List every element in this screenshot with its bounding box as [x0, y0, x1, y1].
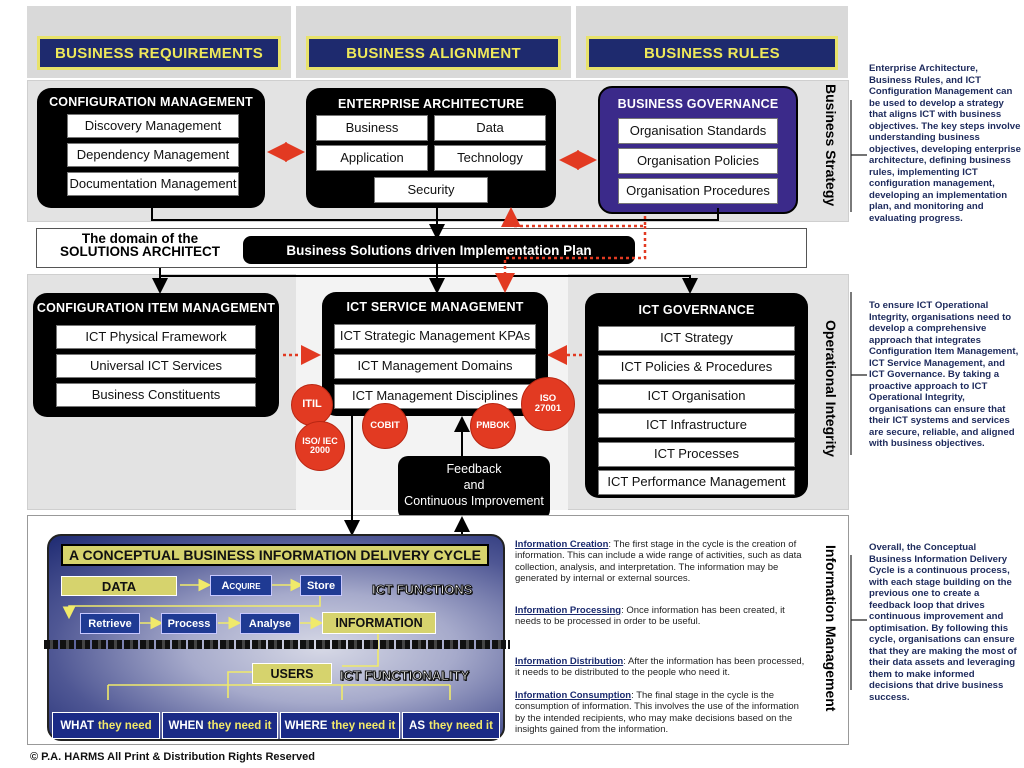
cobit-badge: COBIT: [362, 403, 408, 449]
torn-divider: [44, 640, 510, 649]
ea-technology: Technology: [434, 145, 546, 171]
ict-service-management-panel: ICT SERVICE MANAGEMENT ICT Strategic Man…: [322, 292, 548, 416]
side-text-strategy: Enterprise Architecture, Business Rules,…: [869, 63, 1021, 224]
ict-strategic-management-kpas: ICT Strategic Management KPAs: [334, 324, 536, 349]
process-box: Process: [161, 613, 217, 634]
ict-management-disciplines: ICT Management Disciplines: [334, 384, 536, 409]
need-as-word: AS: [409, 719, 426, 732]
enterprise-architecture-panel: ENTERPRISE ARCHITECTURE Business Data Ap…: [306, 88, 556, 208]
ict-policies-procedures: ICT Policies & Procedures: [598, 355, 795, 380]
documentation-management: Documentation Management: [67, 172, 239, 196]
ict-organisation: ICT Organisation: [598, 384, 795, 409]
info-consumption-heading: Information Consumption: [515, 690, 632, 701]
ict-functionality-label: ICT FUNCTIONALITY: [339, 668, 470, 684]
ea-data: Data: [434, 115, 546, 141]
ea-security: Security: [374, 177, 488, 203]
domain-line1: The domain of the: [81, 231, 199, 246]
delivery-cycle-panel: A CONCEPTUAL BUSINESS INFORMATION DELIVE…: [47, 534, 505, 741]
ict-governance-title: ICT GOVERNANCE: [638, 303, 755, 317]
info-distribution-text: : After the information has been process…: [515, 656, 805, 679]
label-business-strategy: Business Strategy: [823, 84, 839, 207]
implementation-plan: Business Solutions driven Implementation…: [243, 236, 635, 264]
pmbok-badge: PMBOK: [470, 403, 516, 449]
info-creation: Information Creation: The first stage in…: [515, 539, 810, 585]
need-as-rest: they need it: [429, 719, 493, 732]
copyright: © P.A. HARMS All Print & Distribution Ri…: [30, 751, 315, 763]
ict-governance-panel: ICT GOVERNANCE ICT Strategy ICT Policies…: [585, 293, 808, 498]
dependency-management: Dependency Management: [67, 143, 239, 167]
analyse-box: Analyse: [240, 613, 300, 634]
store-box: Store: [300, 575, 342, 596]
need-where-word: WHERE: [284, 719, 328, 732]
need-where-rest: they need it: [331, 719, 396, 732]
feedback-line1: Feedback: [446, 462, 502, 476]
universal-ict-services: Universal ICT Services: [56, 354, 256, 378]
feedback-panel: Feedback and Continuous Improvement: [398, 456, 550, 520]
business-governance-panel: BUSINESS GOVERNANCE Organisation Standar…: [598, 86, 798, 214]
info-processing: Information Processing: Once information…: [515, 605, 810, 628]
enterprise-architecture-title: ENTERPRISE ARCHITECTURE: [337, 97, 525, 111]
ea-application: Application: [316, 145, 428, 171]
configuration-management-title: CONFIGURATION MANAGEMENT: [49, 95, 253, 109]
info-processing-text: : Once information has been created, it …: [515, 605, 785, 628]
ict-management-domains: ICT Management Domains: [334, 354, 536, 379]
business-governance-title: BUSINESS GOVERNANCE: [617, 97, 779, 111]
feedback-line3: Continuous Improvement: [404, 494, 544, 508]
need-when-rest: they need it: [207, 719, 272, 732]
label-operational-integrity: Operational Integrity: [823, 320, 839, 457]
header-business-alignment: BUSINESS ALIGNMENT: [306, 36, 561, 70]
info-creation-text: : The first stage in the cycle is the cr…: [515, 539, 802, 585]
organisation-standards: Organisation Standards: [618, 118, 778, 144]
label-information-management: Information Management: [823, 545, 839, 712]
ict-functions-label: ICT FUNCTIONS: [371, 582, 473, 598]
ict-performance-management: ICT Performance Management: [598, 470, 795, 495]
organisation-policies: Organisation Policies: [618, 148, 778, 174]
configuration-management-panel: CONFIGURATION MANAGEMENT Discovery Manag…: [37, 88, 265, 208]
header-col-requirements: BUSINESS REQUIREMENTS: [27, 6, 291, 78]
info-consumption: Information Consumption: The final stage…: [515, 690, 810, 736]
iso-27001-badge: ISO 27001: [521, 377, 575, 431]
business-constituents: Business Constituents: [56, 383, 256, 407]
information-box: INFORMATION: [322, 612, 436, 634]
feedback-line2: and: [463, 478, 485, 492]
acquire-box: Acquire: [210, 575, 272, 596]
ict-strategy: ICT Strategy: [598, 326, 795, 351]
info-processing-heading: Information Processing: [515, 605, 622, 616]
need-when-word: WHEN: [168, 719, 204, 732]
header-col-alignment: BUSINESS ALIGNMENT: [296, 6, 571, 78]
ci-management-title: CONFIGURATION ITEM MANAGEMENT: [36, 301, 276, 315]
ict-infrastructure: ICT Infrastructure: [598, 413, 795, 438]
ea-business: Business: [316, 115, 428, 141]
header-col-rules: BUSINESS RULES: [576, 6, 848, 78]
need-what-rest: they need: [97, 719, 152, 732]
info-distribution: Information Distribution: After the info…: [515, 656, 810, 679]
info-consumption-text: : The final stage in the cycle is the co…: [515, 690, 799, 736]
side-text-information: Overall, the Conceptual Business Informa…: [869, 542, 1017, 703]
header-business-requirements: BUSINESS REQUIREMENTS: [37, 36, 281, 70]
ict-physical-framework: ICT Physical Framework: [56, 325, 256, 349]
configuration-item-management-panel: CONFIGURATION ITEM MANAGEMENT ICT Physic…: [33, 293, 279, 417]
ict-service-management-title: ICT SERVICE MANAGEMENT: [346, 300, 524, 314]
data-box: DATA: [61, 576, 177, 596]
users-box: USERS: [252, 663, 332, 684]
side-text-operational: To ensure ICT Operational Integrity, org…: [869, 300, 1019, 449]
domain-line2: SOLUTIONS ARCHITECT: [60, 244, 220, 259]
ict-processes: ICT Processes: [598, 442, 795, 467]
itil-badge: ITIL: [291, 384, 333, 426]
info-distribution-heading: Information Distribution: [515, 656, 624, 667]
iso-iec-2000-badge: ISO/ IEC 2000: [295, 421, 345, 471]
solutions-architect-domain: The domain of the SOLUTIONS ARCHITECT: [40, 231, 240, 259]
discovery-management: Discovery Management: [67, 114, 239, 138]
need-what-word: WHAT: [60, 719, 94, 732]
retrieve-box: Retrieve: [80, 613, 140, 634]
organisation-procedures: Organisation Procedures: [618, 178, 778, 204]
cycle-title: A CONCEPTUAL BUSINESS INFORMATION DELIVE…: [61, 544, 489, 566]
info-creation-heading: Information Creation: [515, 539, 609, 550]
header-business-rules: BUSINESS RULES: [586, 36, 838, 70]
